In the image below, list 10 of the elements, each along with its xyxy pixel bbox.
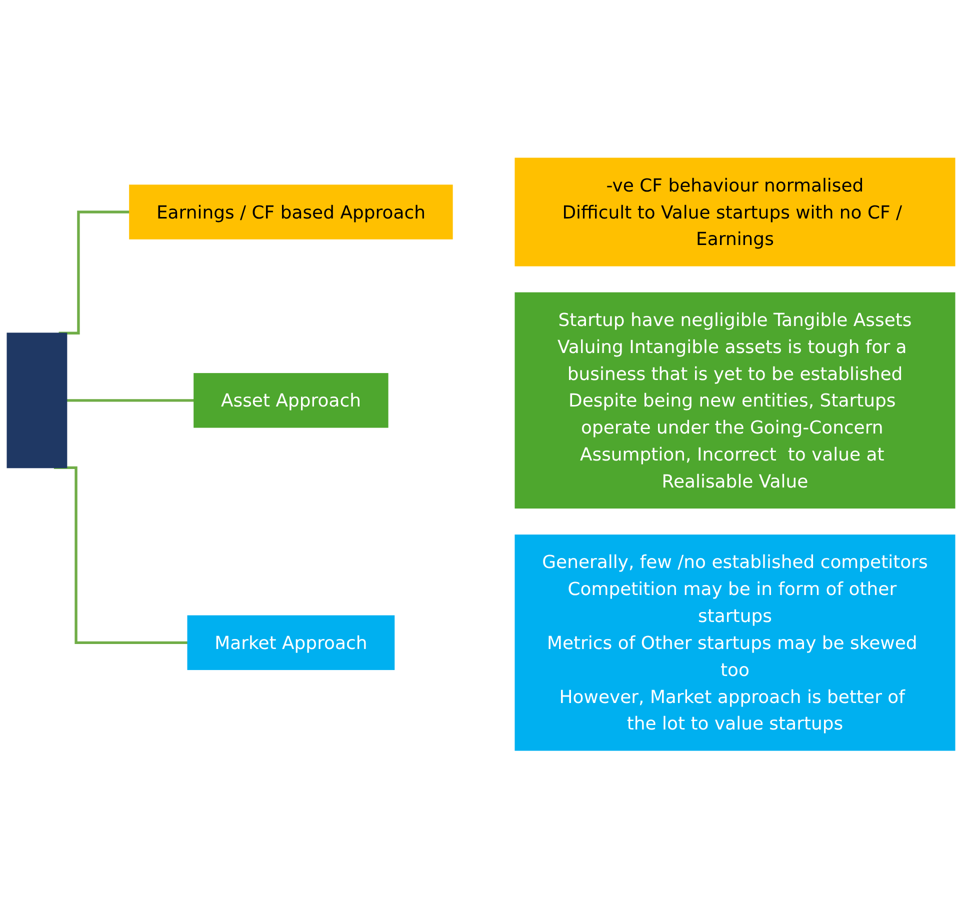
- node-bar: [6, 332, 68, 468]
- node-box: -ve CF behaviour normalised Difficult to Value startups with no CF / Earnings: [514, 157, 956, 266]
- node-box: Market Approach: [187, 615, 395, 670]
- node-box: Asset Approach: [194, 372, 388, 428]
- connector: [58, 210, 130, 334]
- node-box: Startup have negligible Tangible Assets Valuing Intangible assets is tough for a business that is yet to be established Despite being new entities, Startups operate under the Going-Concern Assumption, Incorrect to value at Realisable Value: [514, 292, 956, 508]
- node-box: Earnings / CF based Approach: [129, 184, 453, 240]
- node-box: Generally, few /no established competitors Competition may be in form of other startups Metrics of Other startups may be skewed too However, Market approach is better of the lot to value startups: [514, 534, 956, 751]
- connector: [54, 466, 188, 644]
- connector: [66, 398, 194, 402]
